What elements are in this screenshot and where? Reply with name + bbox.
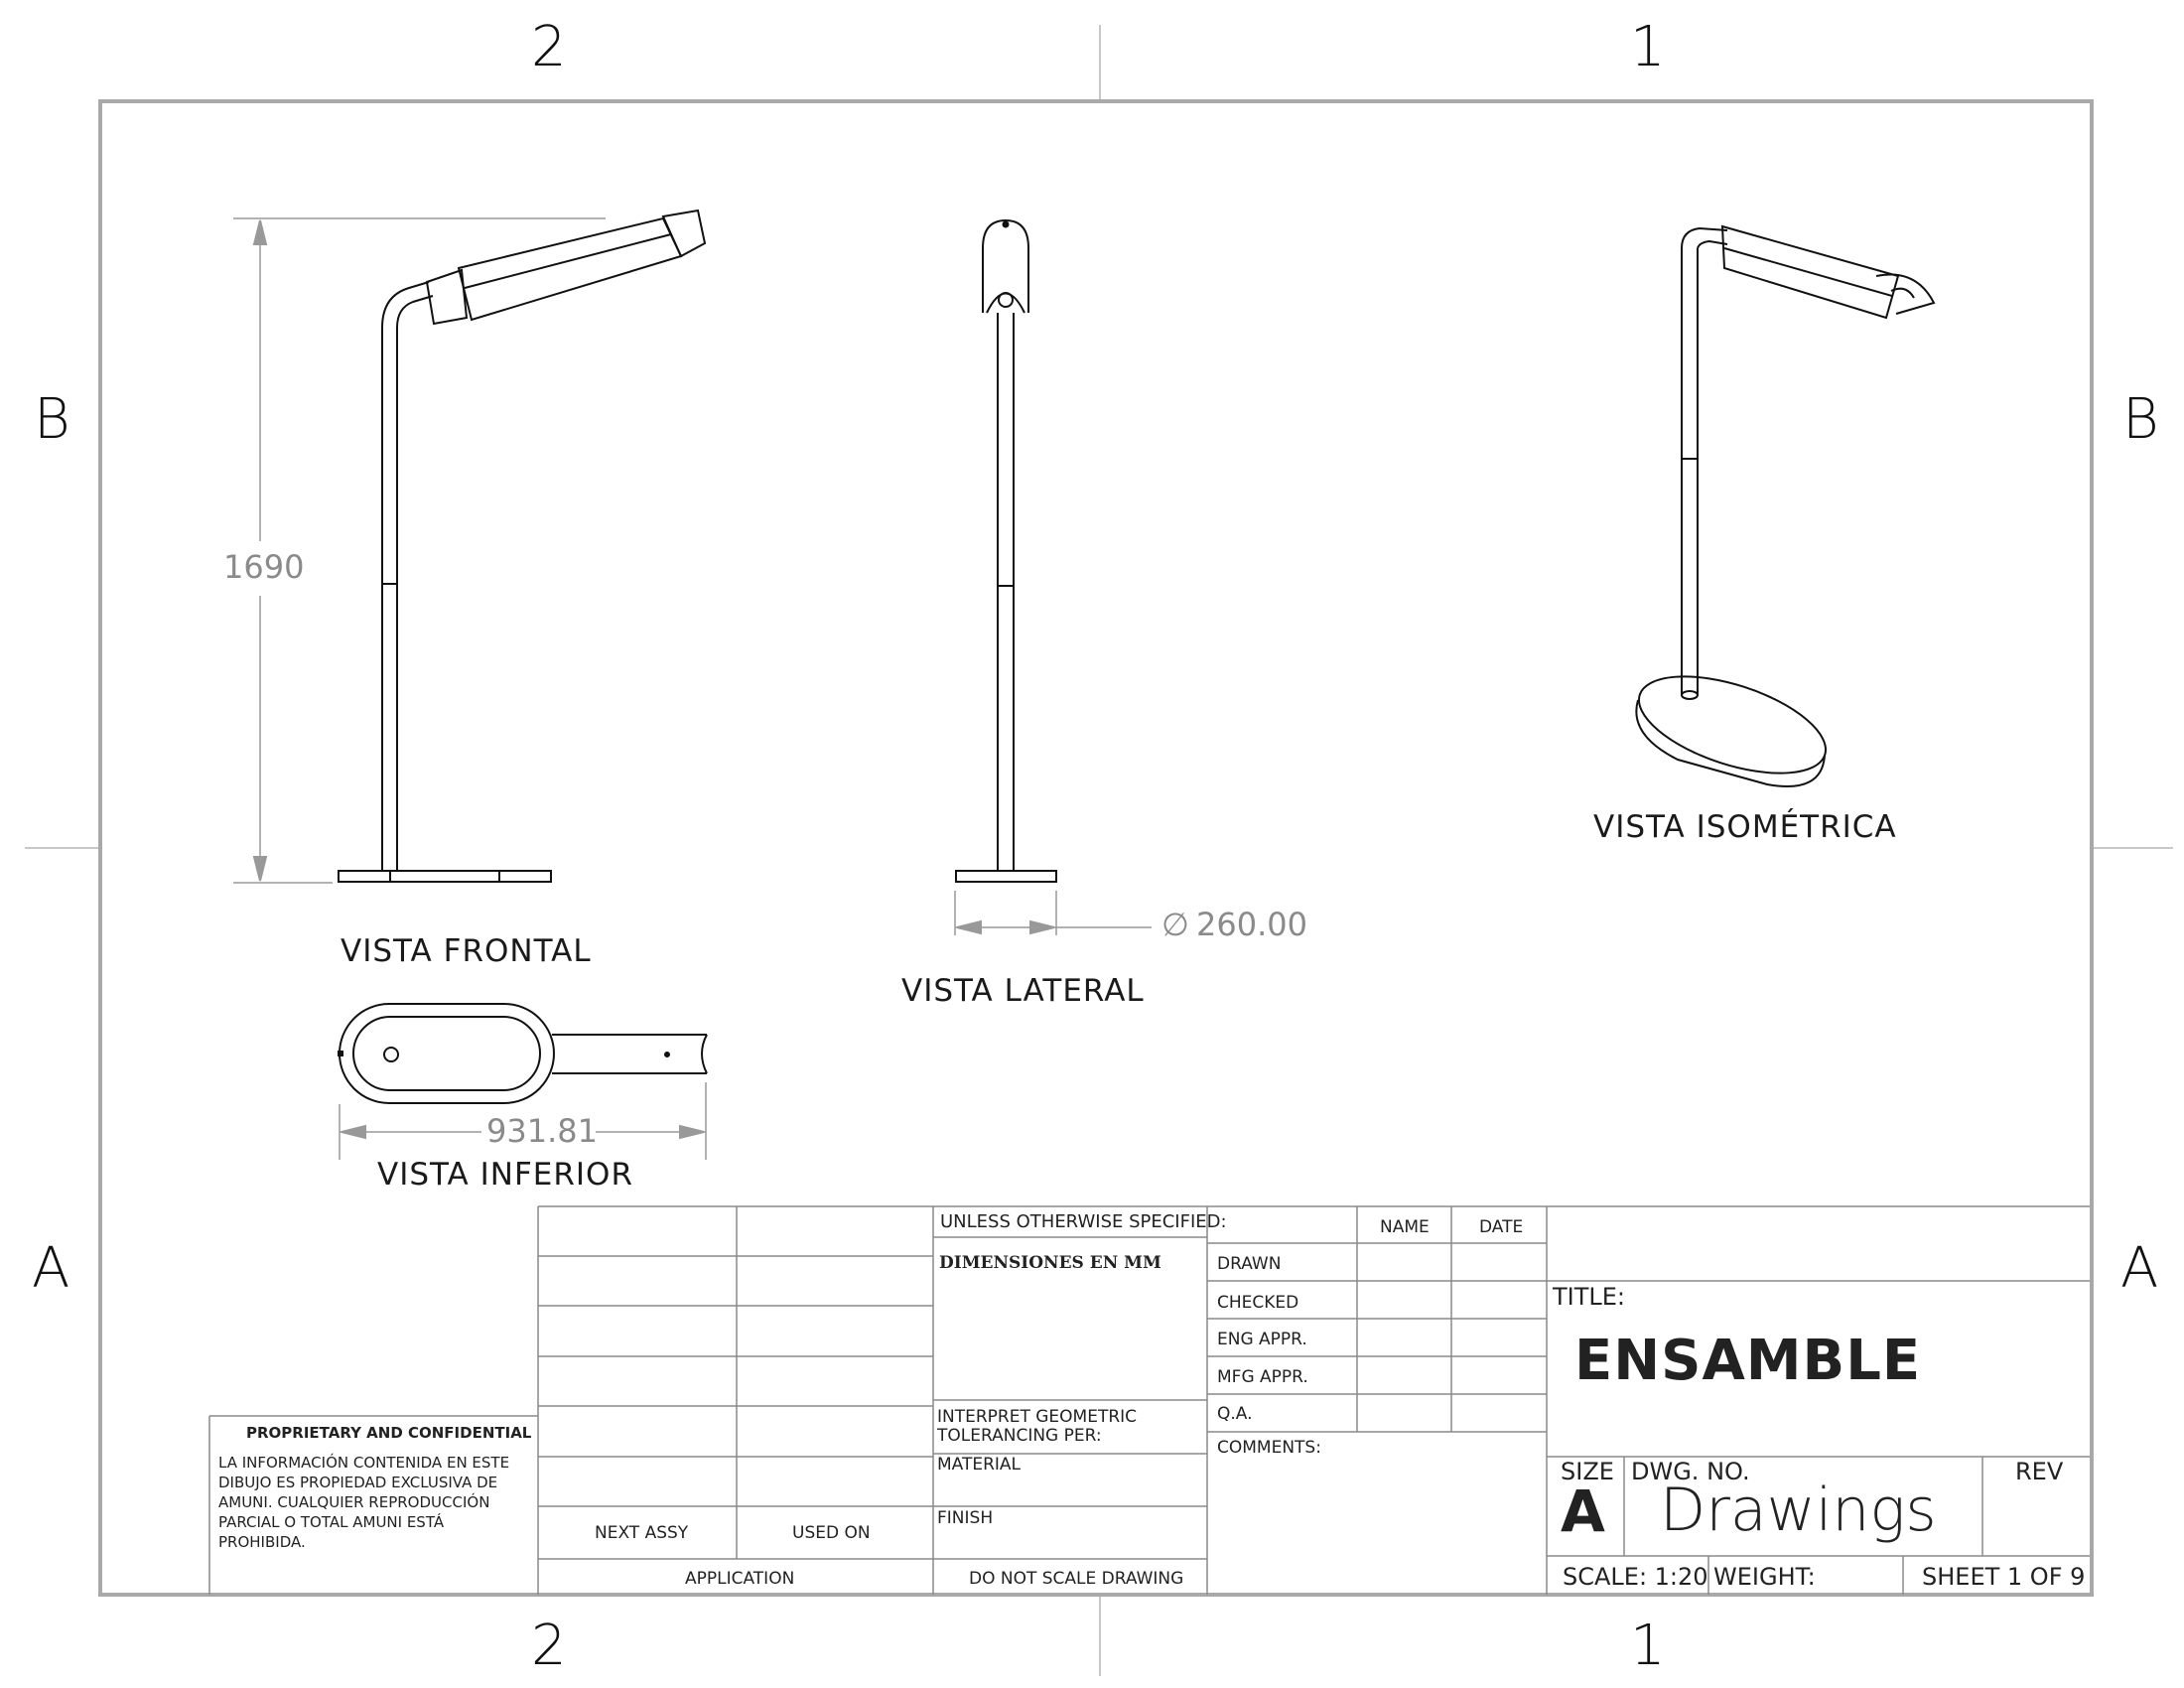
unless-specified-label: UNLESS OTHERWISE SPECIFIED: xyxy=(940,1211,1227,1232)
name-column-label: NAME xyxy=(1380,1217,1430,1237)
weight-label: WEIGHT: xyxy=(1713,1563,1816,1591)
height-dimension: 1690 xyxy=(223,548,305,586)
dwg-no-label: DWG. NO. xyxy=(1631,1458,1750,1485)
bottom-view-label: VISTA INFERIOR xyxy=(377,1157,633,1193)
dwg-no-value: Drawings xyxy=(1660,1476,1937,1545)
proprietary-line-2: DIBUJO ES PROPIEDAD EXCLUSIVA DE xyxy=(218,1474,498,1491)
zone-top-2: 2 xyxy=(531,15,567,79)
used-on-label: USED ON xyxy=(792,1523,871,1543)
checked-label: CHECKED xyxy=(1217,1293,1299,1313)
interpret-label-1: INTERPRET GEOMETRIC xyxy=(937,1407,1138,1427)
mfg-appr-label: MFG APPR. xyxy=(1217,1367,1308,1387)
title-label: TITLE: xyxy=(1553,1283,1626,1311)
zone-right-a: A xyxy=(2120,1236,2159,1301)
zone-left-a: A xyxy=(32,1236,70,1301)
material-label: MATERIAL xyxy=(937,1455,1022,1475)
rev-label: REV xyxy=(2015,1458,2064,1485)
proprietary-line-5: PROHIBIDA. xyxy=(218,1533,306,1551)
do-not-scale-label: DO NOT SCALE DRAWING xyxy=(969,1569,1184,1589)
diameter-dimension: 260.00 xyxy=(1196,906,1307,943)
zone-right-b: B xyxy=(2122,387,2159,452)
proprietary-line-4: PARCIAL O TOTAL AMUNI ESTÁ xyxy=(218,1513,445,1531)
size-value: A xyxy=(1561,1477,1605,1545)
drawing-title: ENSAMBLE xyxy=(1574,1329,1922,1393)
scale-label: SCALE: 1:20 xyxy=(1563,1563,1708,1591)
drawn-label: DRAWN xyxy=(1217,1254,1282,1274)
zone-tick-bottom xyxy=(1099,1597,1101,1676)
eng-appr-label: ENG APPR. xyxy=(1217,1330,1307,1349)
zone-tick-left xyxy=(25,847,98,849)
front-view-label: VISTA FRONTAL xyxy=(341,933,592,969)
sheet-label: SHEET 1 OF 9 xyxy=(1922,1563,2086,1591)
units-note: DIMENSIONES EN MM xyxy=(939,1253,1161,1273)
zone-top-1: 1 xyxy=(1630,15,1666,79)
side-view-label: VISTA LATERAL xyxy=(901,973,1145,1009)
qa-label: Q.A. xyxy=(1217,1404,1253,1424)
proprietary-heading: PROPRIETARY AND CONFIDENTIAL xyxy=(246,1424,532,1442)
zone-left-b: B xyxy=(34,387,70,452)
comments-label: COMMENTS: xyxy=(1217,1438,1321,1458)
drawing-border xyxy=(98,99,2094,1597)
interpret-label-2: TOLERANCING PER: xyxy=(937,1426,1102,1446)
finish-label: FINISH xyxy=(937,1508,994,1528)
date-column-label: DATE xyxy=(1479,1217,1524,1237)
zone-tick-right xyxy=(2094,847,2173,849)
proprietary-line-1: LA INFORMACIÓN CONTENIDA EN ESTE xyxy=(218,1454,510,1472)
size-label: SIZE xyxy=(1561,1458,1614,1485)
length-dimension: 931.81 xyxy=(486,1112,598,1150)
application-label: APPLICATION xyxy=(685,1569,795,1589)
proprietary-line-3: AMUNI. CUALQUIER REPRODUCCIÓN xyxy=(218,1493,490,1511)
zone-bottom-2: 2 xyxy=(531,1614,567,1678)
zone-bottom-1: 1 xyxy=(1630,1614,1666,1678)
next-assy-label: NEXT ASSY xyxy=(595,1523,689,1543)
diameter-symbol: ∅ xyxy=(1161,906,1189,943)
isometric-view-label: VISTA ISOMÉTRICA xyxy=(1593,809,1897,845)
zone-tick-top xyxy=(1099,25,1101,99)
